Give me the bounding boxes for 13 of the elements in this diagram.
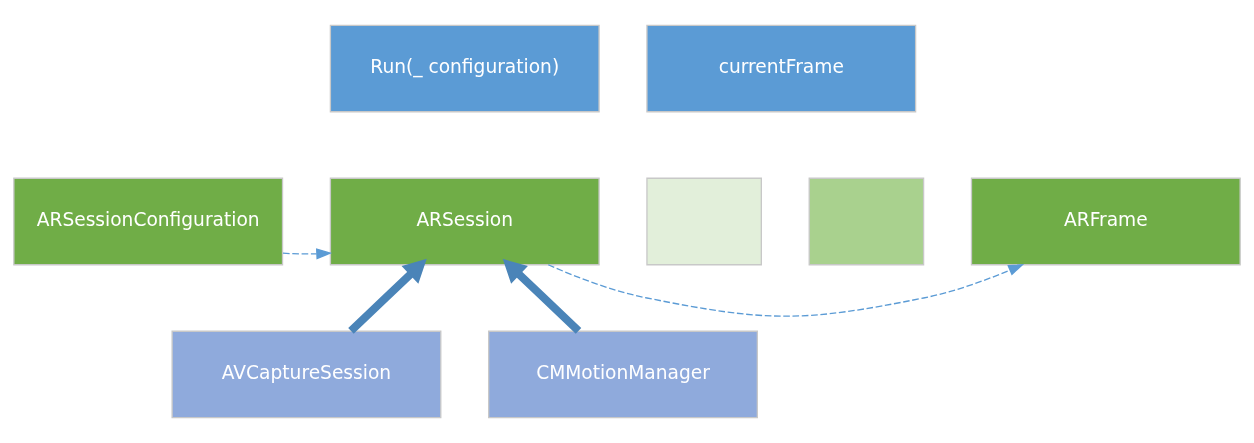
arrow <box>348 258 427 334</box>
node-box: ARSessionConfiguration <box>13 177 284 266</box>
node-box: ARSession <box>329 177 600 266</box>
node-box: CMMotionManager <box>488 330 758 419</box>
node-box: ARFrame <box>970 177 1241 266</box>
node-box: AVCaptureSession <box>171 330 442 419</box>
node-box: Run(_ configuration) <box>329 24 600 113</box>
arrow <box>282 248 333 260</box>
arrow <box>547 263 1025 317</box>
node-box <box>646 177 762 266</box>
node-box <box>808 177 925 266</box>
node-box: currentFrame <box>646 24 917 113</box>
arrow <box>502 258 582 334</box>
